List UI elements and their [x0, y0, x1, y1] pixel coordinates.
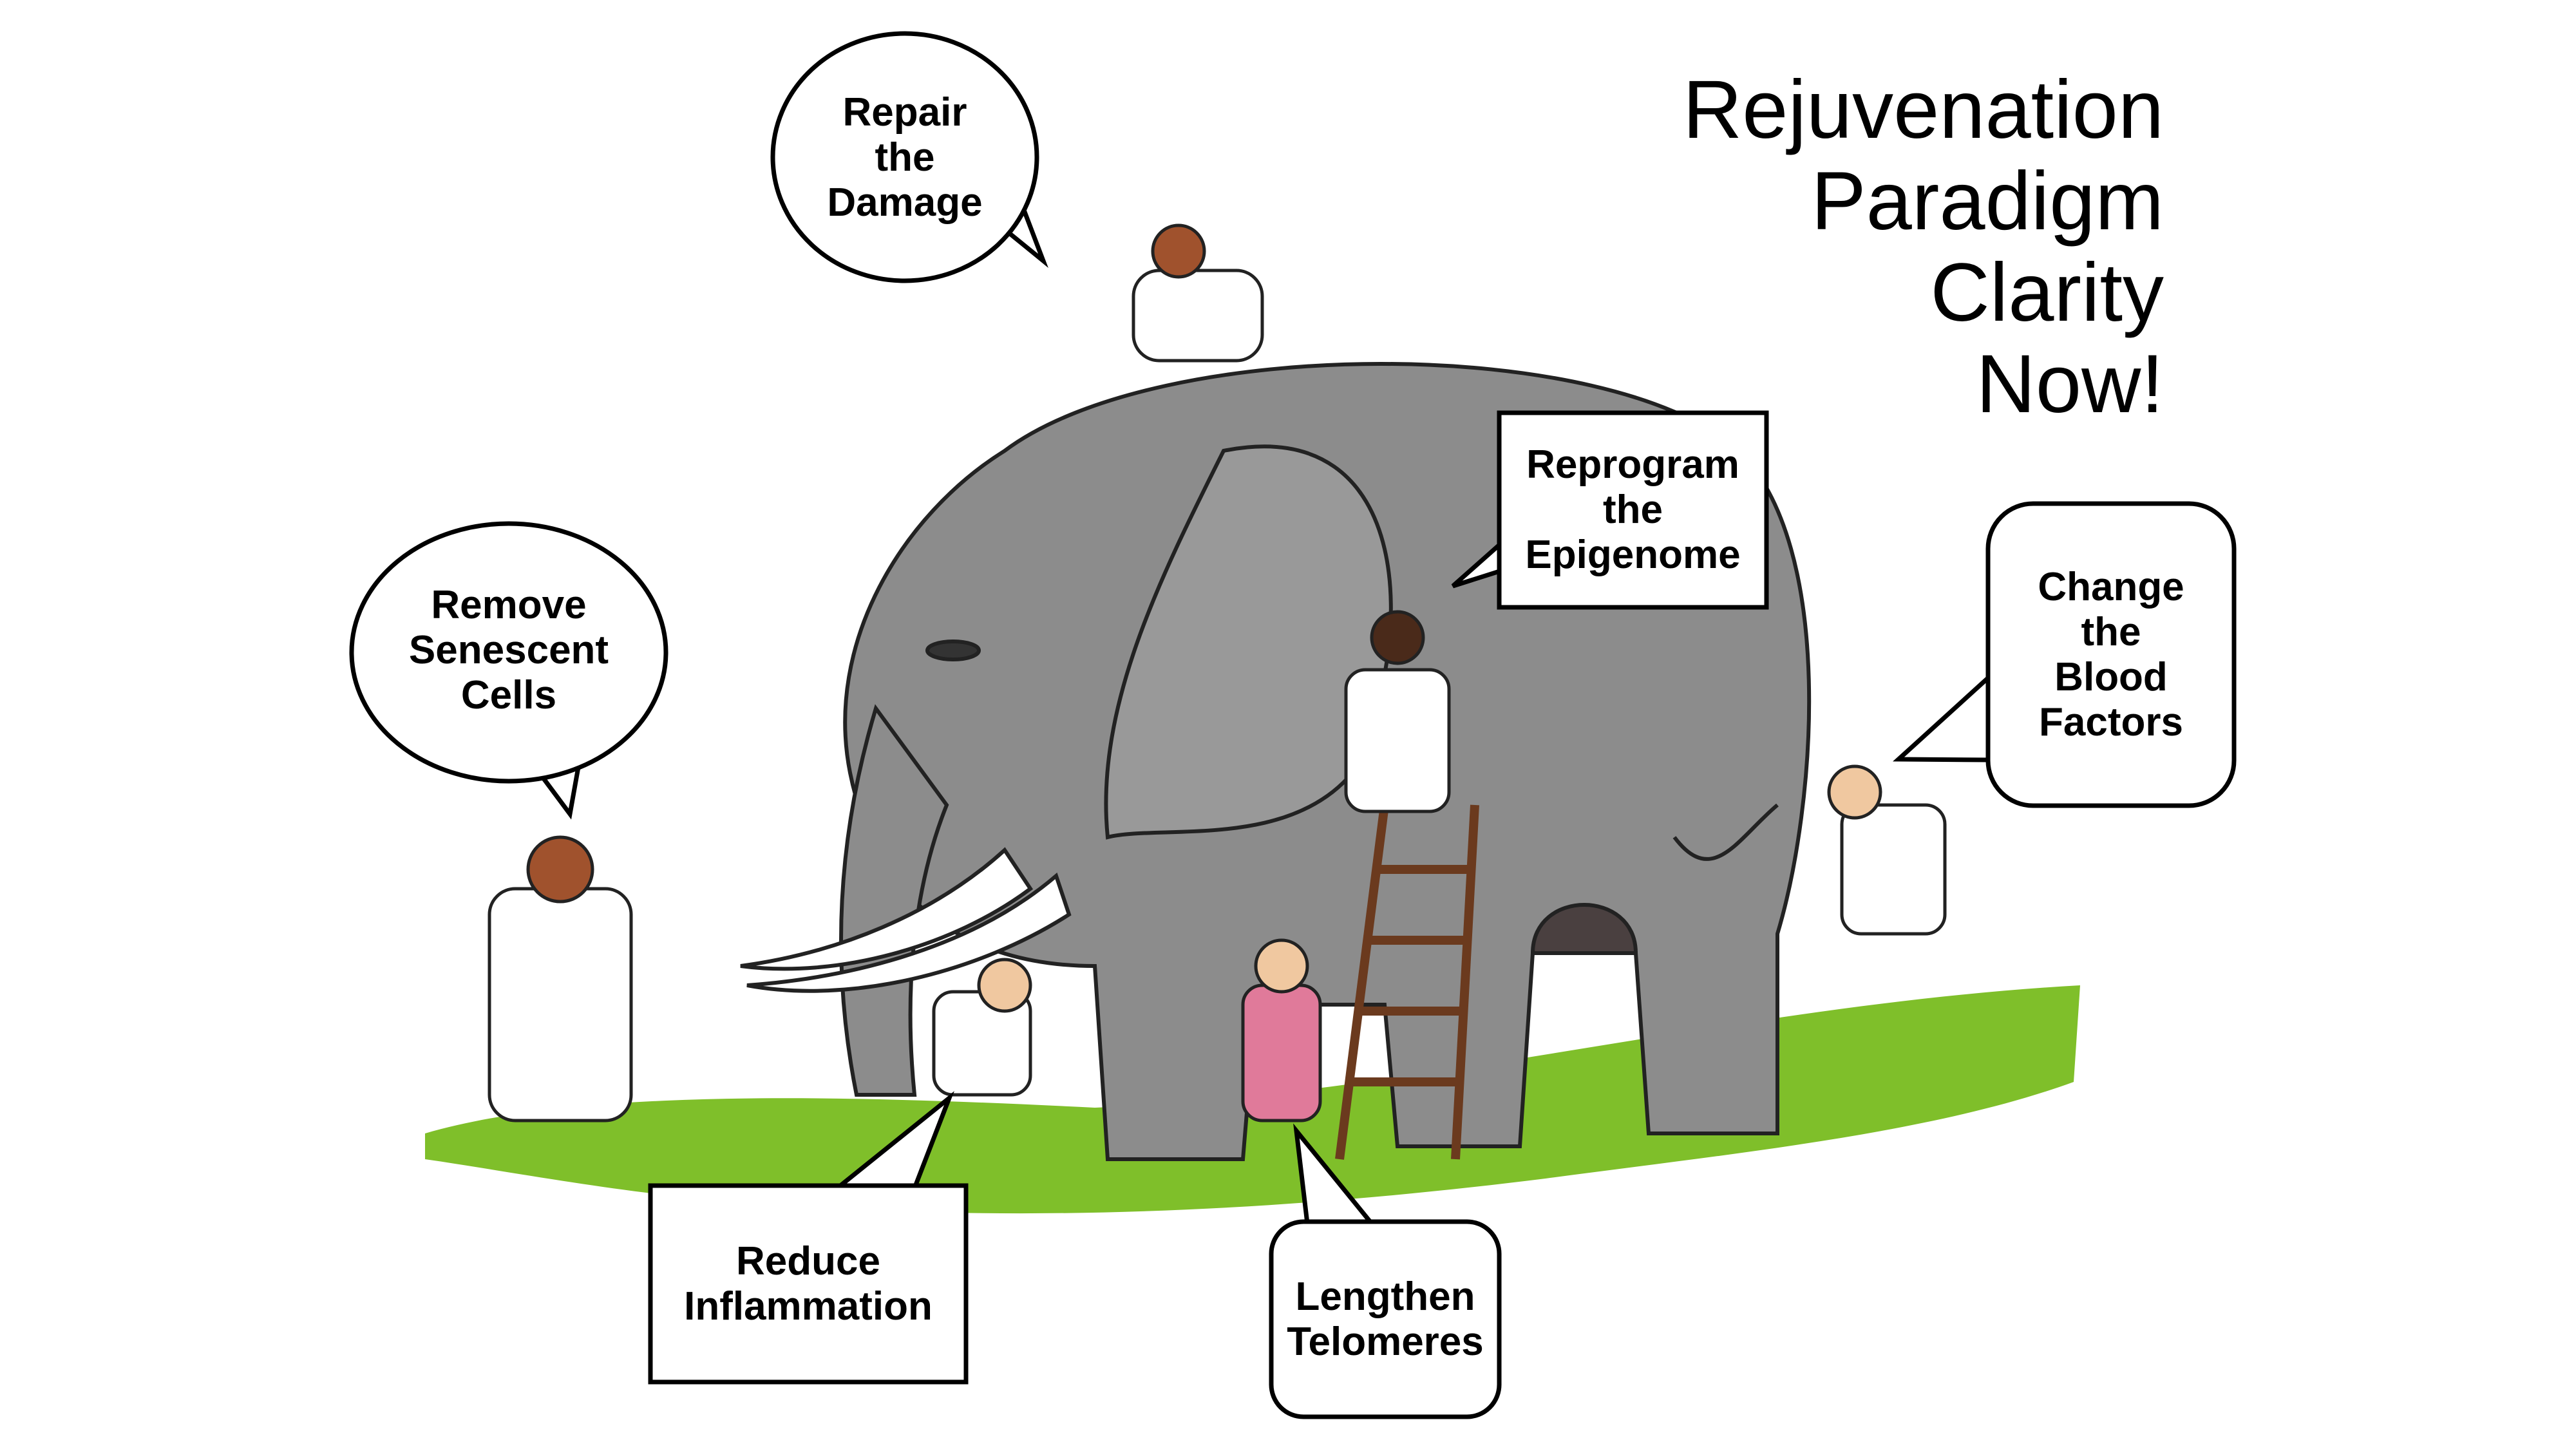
text-line: Lengthen: [1295, 1274, 1475, 1319]
text-line: Inflammation: [684, 1283, 933, 1329]
text-line: Reduce: [736, 1238, 880, 1283]
title-line: Paradigm: [1811, 155, 2164, 247]
page-title: Rejuvenation Paradigm Clarity Now!: [1683, 64, 2164, 430]
text-line: Reprogram: [1526, 442, 1739, 487]
bubble-inflammation: [648, 1183, 969, 1385]
text-line: Repair: [842, 90, 967, 135]
lengthen-telomeres-text: Lengthen Telomeres: [1271, 1222, 1499, 1417]
text-line: Epigenome: [1525, 533, 1741, 577]
remove-senescent-text: Remove Senescent Cells: [361, 560, 657, 741]
bubble-telomeres: [1269, 1219, 1502, 1419]
text-line: Damage: [827, 180, 983, 225]
bubble-senescent: [349, 521, 668, 784]
text-line: the: [875, 135, 935, 180]
text-line: the: [1603, 488, 1663, 532]
scientists: [488, 223, 1947, 1122]
text-line: Telomeres: [1287, 1319, 1484, 1364]
speech-bubbles: [349, 31, 2237, 1419]
change-blood-factors-text: Change the Blood Factors: [1988, 504, 2234, 806]
text-line: Factors: [2039, 699, 2183, 744]
title-line: Clarity: [1930, 247, 2164, 339]
reduce-inflammation-text: Reduce Inflammation: [650, 1186, 966, 1382]
title-line: Rejuvenation: [1682, 64, 2164, 156]
text-line: Change: [2038, 564, 2184, 609]
text-line: Blood: [2054, 654, 2168, 699]
bubble-epigenome: [1497, 410, 1769, 610]
ladder: [1335, 804, 1479, 1160]
text-line: Cells: [460, 673, 557, 717]
repair-damage-text: Repair the Damage: [786, 71, 1024, 245]
title-line: Now!: [1976, 338, 2164, 430]
text-line: Senescent: [408, 628, 609, 672]
text-line: the: [2081, 609, 2141, 654]
bubble-blood: [1985, 501, 2237, 808]
text-line: Remove: [431, 583, 587, 627]
bubble-repair: [770, 31, 1039, 283]
reprogram-epigenome-text: Reprogram the Epigenome: [1499, 413, 1766, 607]
